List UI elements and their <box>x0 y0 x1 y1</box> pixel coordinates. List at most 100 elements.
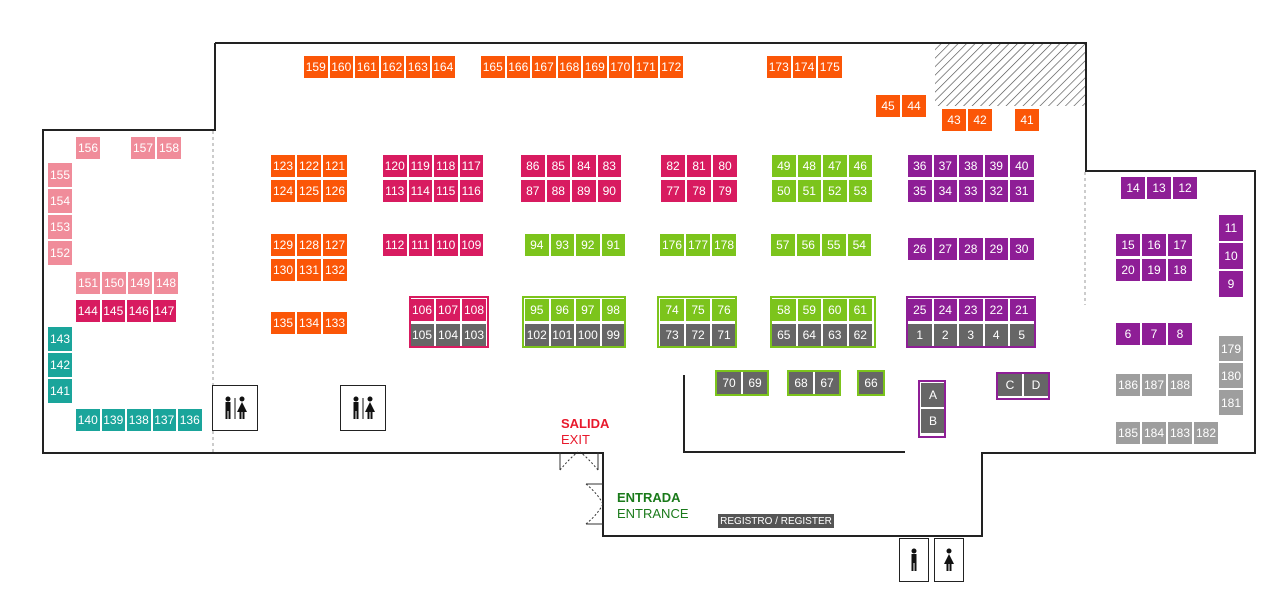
booth-157[interactable]: 157 <box>130 136 156 160</box>
booth-129[interactable]: 129 <box>270 233 296 257</box>
booth-100[interactable]: 100 <box>575 323 601 347</box>
booth-82[interactable]: 82 <box>660 154 686 178</box>
booth-A[interactable]: A <box>920 382 946 408</box>
booth-147[interactable]: 147 <box>151 299 177 323</box>
booth-12[interactable]: 12 <box>1172 176 1198 200</box>
booth-32[interactable]: 32 <box>983 179 1009 203</box>
booth-6[interactable]: 6 <box>1115 322 1141 346</box>
booth-42[interactable]: 42 <box>967 108 993 132</box>
booth-160[interactable]: 160 <box>328 55 354 79</box>
booth-122[interactable]: 122 <box>296 154 322 178</box>
booth-64[interactable]: 64 <box>796 323 822 347</box>
booth-33[interactable]: 33 <box>958 179 984 203</box>
booth-184[interactable]: 184 <box>1141 421 1167 445</box>
booth-106[interactable]: 106 <box>409 298 435 322</box>
booth-154[interactable]: 154 <box>47 188 73 214</box>
booth-22[interactable]: 22 <box>983 298 1009 322</box>
booth-54[interactable]: 54 <box>846 233 872 257</box>
booth-81[interactable]: 81 <box>686 154 712 178</box>
booth-137[interactable]: 137 <box>151 408 177 432</box>
booth-34[interactable]: 34 <box>932 179 958 203</box>
booth-96[interactable]: 96 <box>549 298 575 322</box>
booth-84[interactable]: 84 <box>571 154 597 178</box>
booth-176[interactable]: 176 <box>659 233 685 257</box>
booth-20[interactable]: 20 <box>1115 258 1141 282</box>
booth-102[interactable]: 102 <box>524 323 550 347</box>
booth-89[interactable]: 89 <box>571 179 597 203</box>
booth-120[interactable]: 120 <box>382 154 408 178</box>
booth-51[interactable]: 51 <box>796 179 822 203</box>
booth-119[interactable]: 119 <box>407 154 433 178</box>
booth-16[interactable]: 16 <box>1141 233 1167 257</box>
booth-139[interactable]: 139 <box>100 408 126 432</box>
booth-70[interactable]: 70 <box>716 371 742 395</box>
booth-9[interactable]: 9 <box>1218 270 1244 298</box>
booth-15[interactable]: 15 <box>1115 233 1141 257</box>
booth-61[interactable]: 61 <box>847 298 873 322</box>
booth-8[interactable]: 8 <box>1167 322 1193 346</box>
booth-98[interactable]: 98 <box>600 298 626 322</box>
booth-85[interactable]: 85 <box>545 154 571 178</box>
booth-113[interactable]: 113 <box>382 179 408 203</box>
booth-57[interactable]: 57 <box>770 233 796 257</box>
booth-107[interactable]: 107 <box>435 298 461 322</box>
booth-99[interactable]: 99 <box>600 323 626 347</box>
booth-143[interactable]: 143 <box>47 326 73 352</box>
booth-49[interactable]: 49 <box>771 154 797 178</box>
booth-188[interactable]: 188 <box>1167 373 1193 397</box>
booth-59[interactable]: 59 <box>796 298 822 322</box>
booth-186[interactable]: 186 <box>1115 373 1141 397</box>
booth-134[interactable]: 134 <box>296 311 322 335</box>
booth-115[interactable]: 115 <box>433 179 459 203</box>
booth-80[interactable]: 80 <box>712 154 738 178</box>
booth-14[interactable]: 14 <box>1120 176 1146 200</box>
booth-94[interactable]: 94 <box>524 233 550 257</box>
booth-55[interactable]: 55 <box>821 233 847 257</box>
booth-109[interactable]: 109 <box>458 233 484 257</box>
booth-43[interactable]: 43 <box>941 108 967 132</box>
booth-60[interactable]: 60 <box>822 298 848 322</box>
booth-36[interactable]: 36 <box>907 154 933 178</box>
booth-116[interactable]: 116 <box>458 179 484 203</box>
booth-152[interactable]: 152 <box>47 240 73 266</box>
booth-83[interactable]: 83 <box>596 154 622 178</box>
booth-62[interactable]: 62 <box>847 323 873 347</box>
booth-185[interactable]: 185 <box>1115 421 1141 445</box>
booth-35[interactable]: 35 <box>907 179 933 203</box>
booth-133[interactable]: 133 <box>322 311 348 335</box>
booth-87[interactable]: 87 <box>520 179 546 203</box>
booth-90[interactable]: 90 <box>596 179 622 203</box>
booth-141[interactable]: 141 <box>47 378 73 404</box>
booth-182[interactable]: 182 <box>1193 421 1219 445</box>
booth-172[interactable]: 172 <box>658 55 684 79</box>
booth-170[interactable]: 170 <box>607 55 633 79</box>
booth-126[interactable]: 126 <box>322 179 348 203</box>
booth-25[interactable]: 25 <box>907 298 933 322</box>
booth-125[interactable]: 125 <box>296 179 322 203</box>
booth-93[interactable]: 93 <box>549 233 575 257</box>
booth-136[interactable]: 136 <box>177 408 203 432</box>
booth-177[interactable]: 177 <box>685 233 711 257</box>
booth-95[interactable]: 95 <box>524 298 550 322</box>
booth-110[interactable]: 110 <box>433 233 459 257</box>
booth-165[interactable]: 165 <box>480 55 506 79</box>
booth-166[interactable]: 166 <box>505 55 531 79</box>
booth-111[interactable]: 111 <box>407 233 433 257</box>
booth-4[interactable]: 4 <box>983 323 1009 347</box>
booth-74[interactable]: 74 <box>659 298 685 322</box>
register-desk[interactable]: REGISTRO / REGISTER <box>718 514 834 528</box>
booth-132[interactable]: 132 <box>322 258 348 282</box>
booth-146[interactable]: 146 <box>126 299 152 323</box>
booth-118[interactable]: 118 <box>433 154 459 178</box>
booth-21[interactable]: 21 <box>1009 298 1035 322</box>
booth-127[interactable]: 127 <box>322 233 348 257</box>
booth-148[interactable]: 148 <box>153 271 179 295</box>
booth-173[interactable]: 173 <box>766 55 792 79</box>
booth-155[interactable]: 155 <box>47 162 73 188</box>
booth-187[interactable]: 187 <box>1141 373 1167 397</box>
booth-31[interactable]: 31 <box>1009 179 1035 203</box>
booth-178[interactable]: 178 <box>711 233 737 257</box>
booth-73[interactable]: 73 <box>659 323 685 347</box>
booth-123[interactable]: 123 <box>270 154 296 178</box>
booth-10[interactable]: 10 <box>1218 242 1244 270</box>
